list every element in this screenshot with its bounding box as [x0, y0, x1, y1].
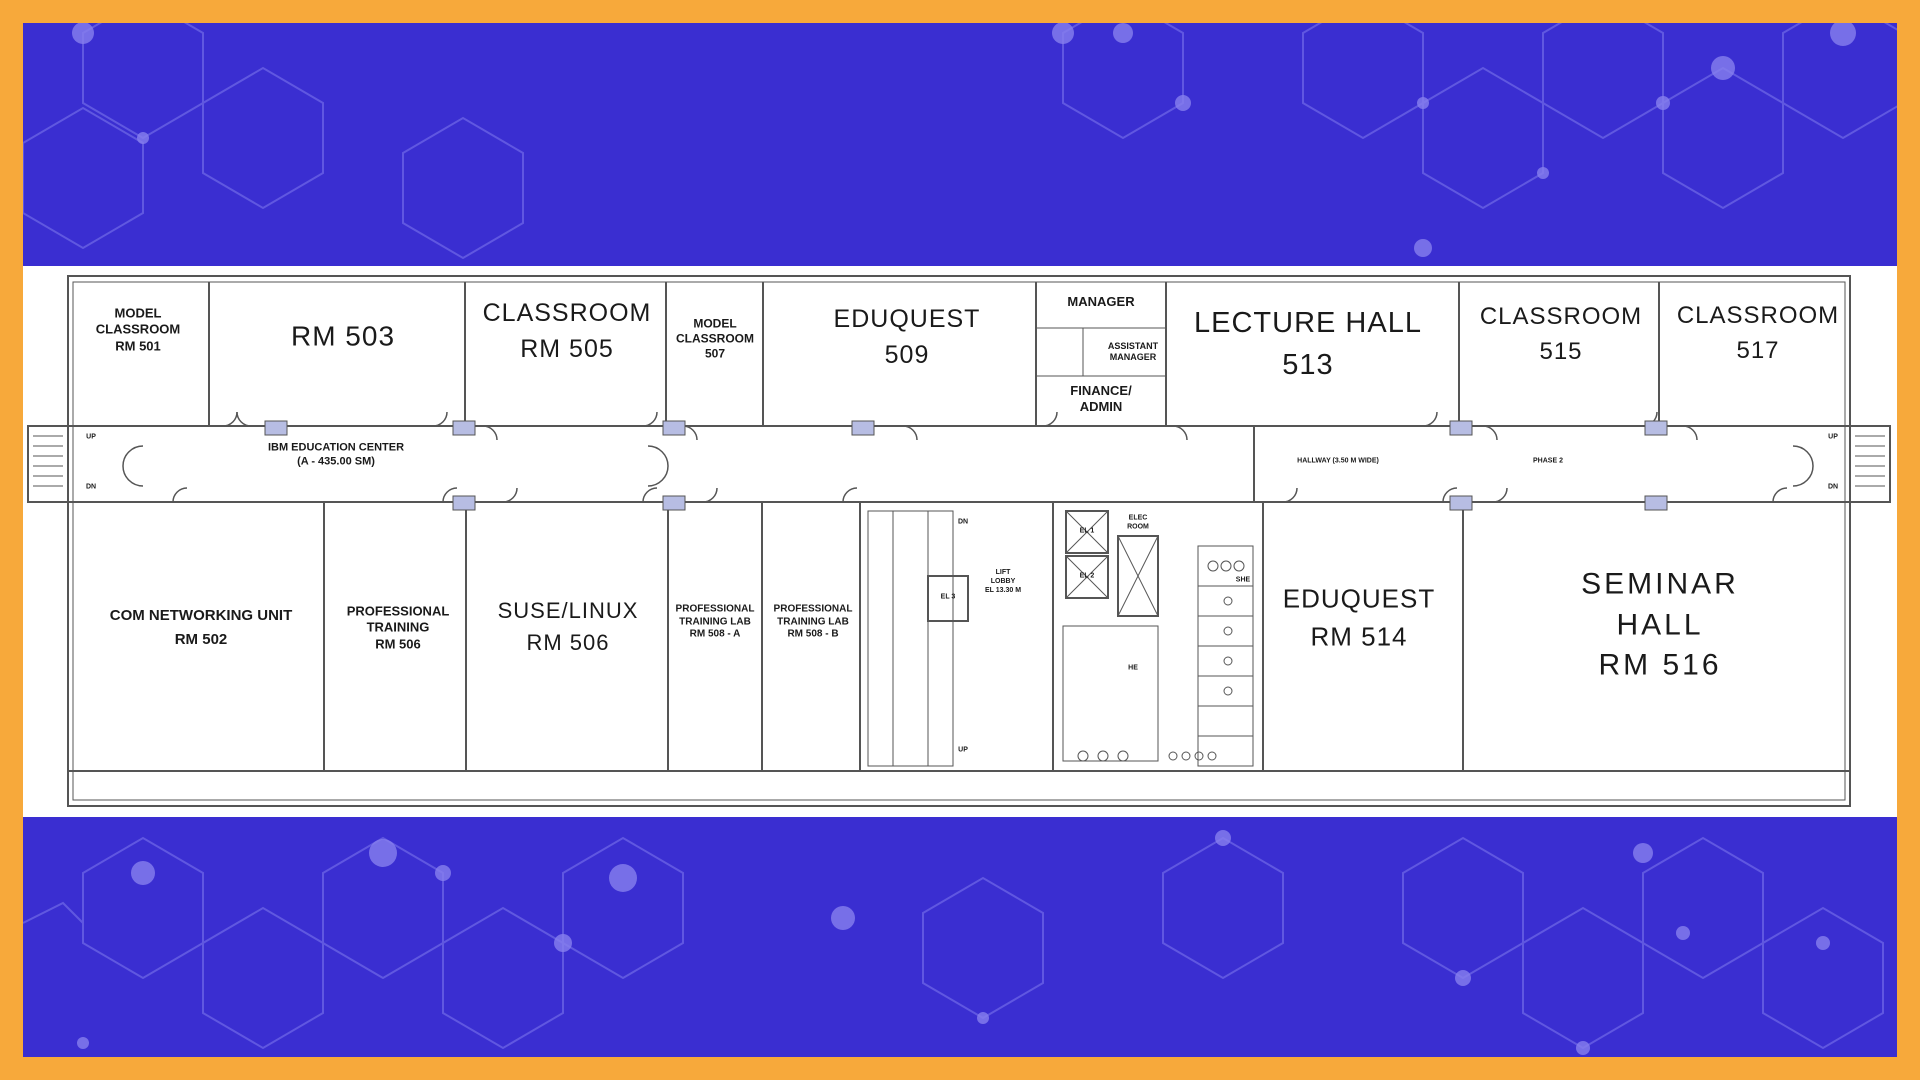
room-503-label: RM 503	[290, 320, 396, 352]
room-501-label: MODEL CLASSROOM RM 501	[95, 305, 181, 354]
hexagon-network-background	[23, 23, 1897, 1055]
room-517-label: CLASSROOM 517	[1676, 302, 1840, 364]
phase-label: PHASE 2	[1533, 457, 1563, 465]
room-509-label: EDUQUEST 509	[833, 304, 981, 369]
elec-room-label: ELEC ROOM	[1127, 514, 1149, 530]
hallway-label: HALLWAY (3.50 M WIDE)	[1297, 457, 1379, 465]
center-stair-dn-label: DN	[957, 518, 969, 526]
stair-left-dn-label: DN	[85, 483, 97, 491]
she-toilet-label: SHE	[1235, 576, 1251, 584]
lab-508a-label: PROFESSIONAL TRAINING LAB RM 508 - A	[675, 603, 755, 640]
lift-3-label: EL 3	[940, 593, 956, 601]
lift-lobby-label: LIFT LOBBY EL 13.30 M	[984, 568, 1022, 594]
finance-admin-label: FINANCE/ ADMIN	[1070, 382, 1132, 414]
stair-right-dn-label: DN	[1827, 483, 1839, 491]
professional-training-506-label: PROFESSIONAL TRAINING RM 506	[346, 603, 450, 652]
room-516-label: SEMINAR HALL RM 516	[1581, 567, 1739, 682]
room-502-label: COM NETWORKING UNIT RM 502	[109, 607, 293, 648]
stair-left-up-label: UP	[86, 433, 96, 441]
floor-plan: MODEL CLASSROOM RM 501 RM 503 CLASSROOM …	[23, 266, 1897, 817]
lift-2-label: EL 2	[1079, 572, 1095, 580]
room-514-label: EDUQUEST RM 514	[1282, 583, 1436, 651]
he-toilet-label: HE	[1128, 664, 1138, 672]
room-505-label: CLASSROOM RM 505	[482, 298, 652, 363]
room-515-label: CLASSROOM 515	[1479, 303, 1643, 365]
floor-plan-drawing	[27, 275, 1891, 807]
stair-right-up-label: UP	[1828, 433, 1838, 441]
slide-frame: MODEL CLASSROOM RM 501 RM 503 CLASSROOM …	[23, 23, 1897, 1057]
ibm-education-center-label: IBM EDUCATION CENTER (A - 435.00 SM)	[267, 441, 405, 467]
suse-linux-506-label: SUSE/LINUX RM 506	[497, 598, 639, 655]
manager-office-label: MANAGER	[1067, 293, 1135, 309]
room-507-label: MODEL CLASSROOM 507	[676, 316, 754, 361]
room-513-label: LECTURE HALL 513	[1194, 306, 1422, 381]
lift-1-label: EL 1	[1079, 527, 1095, 535]
center-stair-up-label: UP	[958, 746, 968, 754]
assistant-manager-label: ASSISTANT MANAGER	[1107, 340, 1159, 362]
lab-508b-label: PROFESSIONAL TRAINING LAB RM 508 - B	[773, 603, 853, 640]
